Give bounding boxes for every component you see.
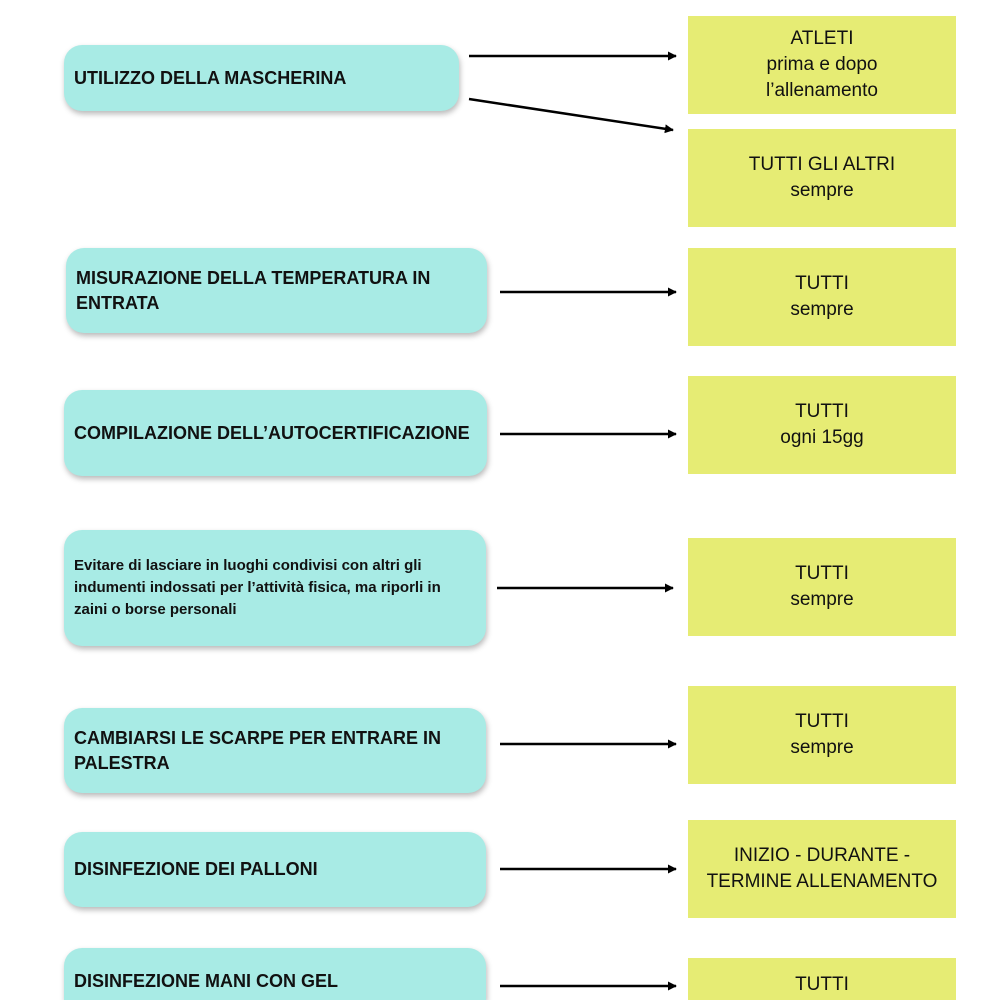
rule-mask-usage: UTILIZZO DELLA MASCHERINA [64,45,459,111]
target-temperature-detail: sempre [790,299,854,320]
target-hand-sanitizer-title: TUTTI [795,974,849,995]
target-change-shoes-detail: sempre [790,737,854,758]
rule-personal-clothing: Evitare di lasciare in luoghi condivisi … [64,530,486,646]
rule-self-certification-label: COMPILAZIONE DELL’AUTOCERTIFICAZIONE [74,422,470,443]
target-all-others: TUTTI GLI ALTRI sempre [688,129,956,227]
rule-ball-disinfection: DISINFEZIONE DEI PALLONI [64,832,486,907]
target-athletes-detail: prima e dopo l’allenamento [766,54,878,101]
target-personal-clothing: TUTTI sempre [688,538,956,636]
arrow-mask-others [468,97,674,134]
target-ball-disinfection: INIZIO - DURANTE - TERMINE ALLENAMENTO [688,820,956,918]
target-ball-disinfection-title: INIZIO - DURANTE - TERMINE ALLENAMENTO [706,845,938,892]
target-personal-clothing-detail: sempre [790,589,854,610]
rule-temperature-check-label: MISURAZIONE DELLA TEMPERATURA IN ENTRATA [76,267,431,313]
target-self-certification-title: TUTTI [795,401,849,422]
target-athletes-title: ATLETI [790,28,854,49]
target-temperature: TUTTI sempre [688,248,956,346]
rule-temperature-check: MISURAZIONE DELLA TEMPERATURA IN ENTRATA [66,248,487,333]
target-all-others-detail: sempre [790,180,854,201]
rule-self-certification: COMPILAZIONE DELL’AUTOCERTIFICAZIONE [64,390,487,476]
rule-personal-clothing-label: Evitare di lasciare in luoghi condivisi … [74,557,441,618]
target-temperature-title: TUTTI [795,273,849,294]
target-self-certification-detail: ogni 15gg [780,427,864,448]
rule-ball-disinfection-label: DISINFEZIONE DEI PALLONI [74,859,318,879]
target-personal-clothing-title: TUTTI [795,563,849,584]
target-hand-sanitizer: TUTTI [688,958,956,1000]
target-change-shoes-title: TUTTI [795,711,849,732]
rule-change-shoes-label: CAMBIARSI LE SCARPE PER ENTRARE IN PALES… [74,727,442,773]
rule-hand-sanitizer: DISINFEZIONE MANI CON GEL [64,948,486,1000]
rule-mask-usage-label: UTILIZZO DELLA MASCHERINA [74,67,347,88]
rule-change-shoes: CAMBIARSI LE SCARPE PER ENTRARE IN PALES… [64,708,486,793]
target-change-shoes: TUTTI sempre [688,686,956,784]
target-self-certification: TUTTI ogni 15gg [688,376,956,474]
target-all-others-title: TUTTI GLI ALTRI [748,154,896,175]
target-athletes: ATLETI prima e dopo l’allenamento [688,16,956,114]
rule-hand-sanitizer-label: DISINFEZIONE MANI CON GEL [74,971,339,991]
